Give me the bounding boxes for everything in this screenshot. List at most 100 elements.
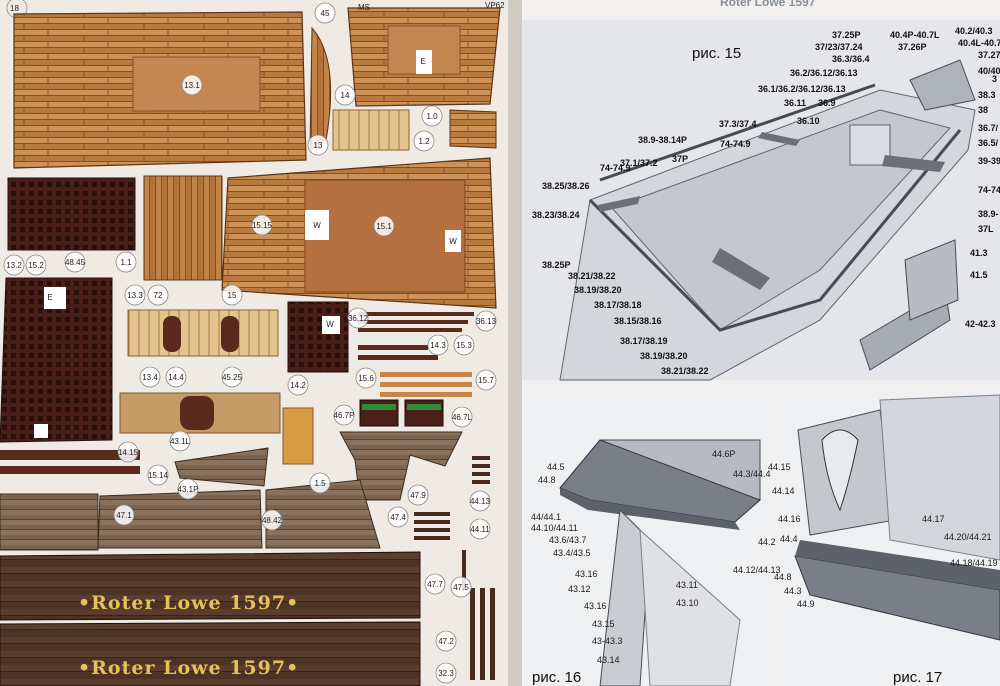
marker-w: W [326, 320, 334, 329]
part-label: 13.1 [184, 81, 200, 90]
part-label: 15 [228, 291, 237, 300]
part-label: 36.5/ [978, 138, 999, 148]
part-label: 14 [341, 91, 350, 100]
figure-15-drawing [522, 20, 1000, 381]
marker-w: W [449, 237, 457, 246]
part-label: 14.15 [118, 448, 139, 457]
knee-piece-mid [97, 489, 263, 549]
part-label: 44.20/44.21 [944, 532, 992, 542]
label-circle [115, 251, 137, 273]
short-bars [414, 456, 490, 540]
label-circle [421, 105, 443, 127]
figure-16-labels: 44.544.6P44.844.3/44.444/44.144.10/44.11… [531, 449, 781, 665]
part-label: 37P [672, 154, 688, 164]
figure-17-caption: рис. 17 [893, 669, 942, 686]
part-label: 48.42 [262, 516, 283, 525]
chest-band-right [407, 404, 441, 410]
spine-shadow [508, 0, 522, 686]
part-label: 43.11 [676, 580, 698, 590]
banner-plank-top [0, 551, 421, 621]
part-label: 38.9- [978, 209, 999, 219]
part-label: 44.6P [712, 449, 736, 459]
part-label: 15.2 [28, 261, 44, 270]
part-label: 44.3/44.4 [733, 469, 771, 479]
part-label: 44.5 [547, 462, 565, 472]
part-label: 74-74 [978, 185, 1000, 195]
part-label: 15.15 [252, 221, 273, 230]
label-circle [469, 490, 491, 512]
label-circle [177, 478, 199, 500]
sheet-code-vp: VP62 [485, 1, 505, 10]
part-label: 37/23/37.24 [815, 42, 863, 52]
part-label: 47.7 [427, 580, 443, 589]
part-label: 44.2 [758, 537, 776, 547]
part-label: 38.3 [978, 90, 996, 100]
part-label: 38.17/38.19 [620, 336, 668, 346]
label-circle [469, 518, 491, 540]
marker-e: E [420, 57, 425, 66]
label-circle [435, 662, 457, 684]
grating-small [287, 301, 349, 373]
part-label: 47.1 [116, 511, 132, 520]
part-label: 38.23/38.24 [532, 210, 580, 220]
part-label: 37.27 [978, 50, 1000, 60]
marker-e: E [47, 293, 52, 302]
label-circle [475, 369, 497, 391]
door-right [221, 316, 239, 352]
part-label: 43.16 [575, 569, 598, 579]
plank-strip [143, 175, 223, 281]
part-label: 38.17/38.18 [594, 300, 642, 310]
part-label: 36.1/36.2/36.12/36.13 [758, 84, 846, 94]
white-square [44, 287, 66, 309]
part-label: 14.2 [290, 381, 306, 390]
part-label: 47.5 [453, 583, 469, 592]
label-circle [333, 404, 355, 426]
part-label: 44.8 [538, 475, 556, 485]
part-label: 36.9 [818, 98, 836, 108]
part-label: 13 [314, 141, 323, 150]
chest-right [404, 399, 444, 427]
part-label: 44.15 [768, 462, 791, 472]
vertical-sticks [462, 550, 495, 680]
label-circle [413, 130, 435, 152]
label-circle [165, 366, 187, 388]
light-slats [332, 109, 410, 151]
page-number: 18 [10, 4, 19, 13]
part-label: 44.18/44.19 [950, 558, 998, 568]
part-label: 46.7L [452, 413, 473, 422]
part-label: 36.2/36.12/36.13 [790, 68, 858, 78]
part-label: 44.8 [774, 572, 792, 582]
part-label: 43.6/43.7 [549, 535, 587, 545]
part-label: 1.0 [426, 112, 438, 121]
grating-tall [0, 277, 113, 443]
part-label: 38.19/38.20 [574, 285, 622, 295]
white-square-small [34, 424, 48, 438]
part-label: 47.4 [390, 513, 406, 522]
knee-piece-left [0, 493, 99, 551]
part-label: 44.17 [922, 514, 945, 524]
white-square-w [322, 316, 340, 334]
banner-text-top: •Roter Lowe 1597• [78, 592, 299, 614]
part-label: 38.9-38.14P [638, 135, 687, 145]
white-window [416, 50, 432, 74]
part-label: 40.4L-40.7P [958, 38, 1000, 48]
part-label: 72 [154, 291, 163, 300]
label-circle [3, 254, 25, 276]
sheet-code-ms: MS [358, 3, 370, 12]
label-circle [147, 464, 169, 486]
part-1-2 [449, 109, 497, 149]
label-circle [221, 284, 243, 306]
part-label: 41.3 [970, 248, 988, 258]
part-label: 1.2 [418, 137, 430, 146]
part-label: 37.3/37.4 [719, 119, 757, 129]
label-circle [435, 630, 457, 652]
part-label: 46.7P [334, 411, 355, 420]
label-circle [117, 441, 139, 463]
part-1-5 [282, 407, 314, 465]
rail-1 [0, 450, 140, 460]
white-hatch-2 [445, 230, 461, 252]
label-circle [251, 214, 273, 236]
